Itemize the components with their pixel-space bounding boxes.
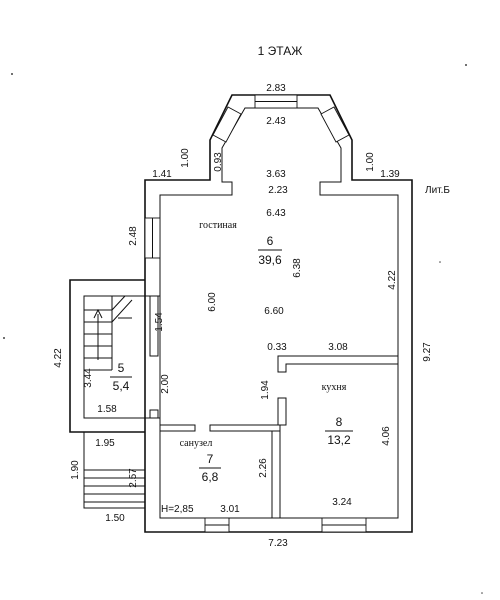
room-7-area: 6,8 <box>202 470 219 484</box>
bathroom-right-wall <box>271 430 281 519</box>
dim-kitchen-notch: 0.33 <box>267 342 287 353</box>
staircase <box>84 295 133 371</box>
bay-left-window <box>212 106 242 143</box>
speck <box>481 592 483 594</box>
bathroom-top-wall <box>159 424 196 432</box>
room-5-number: 5 <box>118 361 125 375</box>
dim-stair-room-depth: 3.44 <box>83 368 94 388</box>
windows <box>144 94 367 533</box>
kitchen-top-wall <box>277 355 399 373</box>
dim-left-wing-total: 4.22 <box>53 348 64 368</box>
interior-partitions <box>149 295 399 519</box>
dim-bay-left-side: 1.00 <box>180 148 191 168</box>
dim-living-depth-right: 6.38 <box>292 258 303 278</box>
building-label: Лит.Б <box>425 185 450 196</box>
stair-winder <box>111 295 133 323</box>
dim-bath-depth: 2.26 <box>258 458 269 478</box>
porch-outline <box>83 432 145 509</box>
left-wing-outer-wall <box>69 279 145 433</box>
stair-direction-arrow <box>93 308 103 360</box>
dim-kitchen-width: 3.24 <box>332 497 352 508</box>
dim-bay-inner-top: 2.43 <box>266 116 286 127</box>
stair-living-partition <box>149 295 159 357</box>
speck <box>439 261 441 263</box>
dim-total-width: 7.23 <box>268 538 288 549</box>
room-6-number: 6 <box>267 234 274 248</box>
dim-right-wall-upper: 4.22 <box>387 270 398 290</box>
bay-right-window <box>320 106 350 143</box>
room-8-number: 8 <box>336 415 343 429</box>
dim-porch-steps: 2.57 <box>128 468 139 488</box>
dim-stair-partition: 1.54 <box>154 312 165 332</box>
dim-porch-bottom: 1.50 <box>105 513 125 524</box>
porch <box>83 432 145 509</box>
room-8-name: кухня <box>322 382 347 393</box>
dim-kitchen-left-wall: 1.94 <box>260 380 271 400</box>
room-labels: гостиная 6 39,6 5 5,4 санузел 7 6,8 кухн… <box>110 220 353 484</box>
dim-left-window-wall: 2.48 <box>128 226 139 246</box>
room-6-area: 39,6 <box>258 253 282 267</box>
dim-top-left-ledge: 1.41 <box>152 169 172 180</box>
room-5-area: 5,4 <box>113 379 130 393</box>
outer-walls <box>69 94 413 533</box>
stair-corridor-stub <box>149 409 159 419</box>
dimension-labels: 2.83 2.43 1.00 0.93 1.00 1.41 1.39 3.63 … <box>53 83 433 549</box>
speck <box>11 73 13 75</box>
bathroom-top-wall-right <box>209 424 281 432</box>
porch-steps <box>84 469 145 503</box>
dim-bay-outer-top: 2.83 <box>266 83 286 94</box>
speck <box>3 337 5 339</box>
room-6-name: гостиная <box>199 220 237 231</box>
dim-kitchen-depth: 4.06 <box>381 426 392 446</box>
dim-bay-opening: 2.23 <box>268 185 288 196</box>
scan-specks <box>3 64 483 594</box>
dim-kitchen-top: 3.08 <box>328 342 348 353</box>
plan-title: 1 ЭТАЖ <box>258 44 303 58</box>
dim-corridor-depth: 2.00 <box>160 374 171 394</box>
dim-living-width-mid: 6.60 <box>264 306 284 317</box>
dim-porch-depth: 1.90 <box>70 460 81 480</box>
dim-living-width-top: 6.43 <box>266 208 286 219</box>
room-7-name: санузел <box>180 438 213 449</box>
dim-right-wall-total: 9.27 <box>422 342 433 362</box>
dim-stair-room-width: 1.58 <box>97 404 117 415</box>
dim-porch-width: 1.95 <box>95 438 115 449</box>
dim-bay-width: 3.63 <box>266 169 286 180</box>
ceiling-height: H=2,85 <box>161 504 194 515</box>
dim-bay-left-inner: 0.93 <box>213 152 224 172</box>
room-7-number: 7 <box>207 452 214 466</box>
speck <box>465 64 467 66</box>
dim-living-depth-left: 6.00 <box>207 292 218 312</box>
dim-bath-width: 3.01 <box>220 504 240 515</box>
kitchen-left-wall <box>277 397 287 426</box>
left-wing-inner-wall <box>83 295 160 419</box>
dim-top-right-ledge: 1.39 <box>380 169 400 180</box>
bay-window-inner-wall <box>159 107 399 519</box>
dim-bay-right-side: 1.00 <box>365 152 376 172</box>
room-8-area: 13,2 <box>327 433 351 447</box>
